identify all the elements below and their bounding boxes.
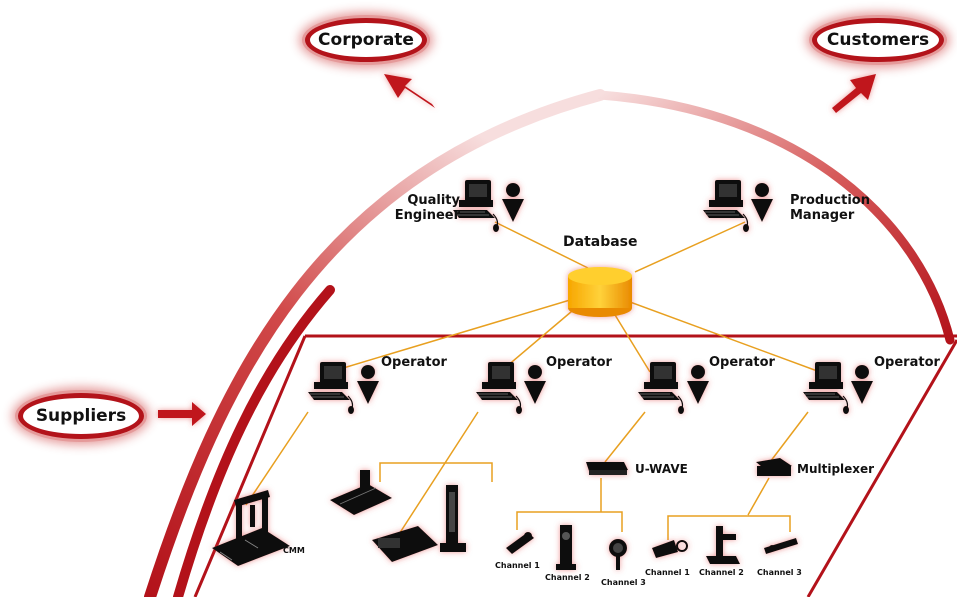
customers-label: Customers	[826, 30, 930, 50]
database-icon	[568, 267, 632, 317]
person-icon	[357, 365, 379, 404]
operator-label-2: Operator	[546, 355, 612, 370]
quality-engineer-label: Quality Engineer	[394, 193, 460, 223]
arc-left	[144, 89, 606, 597]
mux-channel-2-label: Channel 2	[699, 568, 744, 577]
cmm-machine-icon	[212, 490, 290, 566]
workstation-icon	[802, 361, 850, 415]
corporate-badge: Corporate	[305, 18, 427, 62]
dial-indicator-icon	[609, 539, 627, 570]
suppliers-badge: Suppliers	[18, 393, 144, 439]
multiplexer-label: Multiplexer	[797, 462, 875, 476]
production-manager-label: Production Manager	[790, 193, 870, 223]
gauge-icon	[372, 526, 438, 562]
customers-badge: Customers	[812, 18, 944, 62]
workstation-icon	[475, 361, 523, 415]
wireless-receiver-icon	[586, 462, 628, 475]
database-label: Database	[563, 234, 638, 250]
multiplexer-icon	[756, 458, 792, 476]
workstation-icon	[702, 179, 750, 233]
caliper-icon	[764, 538, 798, 554]
operator-label-4: Operator	[874, 355, 940, 370]
corporate-label: Corporate	[318, 30, 414, 50]
person-icon	[524, 365, 546, 404]
micrometer-icon	[652, 540, 688, 558]
plant-floor-outline	[193, 334, 957, 597]
person-icon	[751, 183, 773, 222]
uwave-channel-3-label: Channel 3	[601, 578, 646, 587]
suppliers-label: Suppliers	[35, 406, 127, 426]
arrow-icon	[832, 74, 876, 113]
arrow-icon	[158, 402, 206, 426]
gauge-icon	[330, 470, 392, 515]
person-icon	[502, 183, 524, 222]
arc-right	[595, 90, 955, 345]
uwave-channel-1-label: Channel 1	[495, 561, 540, 570]
height-gauge-icon	[556, 525, 576, 570]
mux-channel-3-label: Channel 3	[757, 568, 802, 577]
person-icon	[851, 365, 873, 404]
arrow-icon	[384, 74, 435, 108]
height-gauge-icon	[706, 526, 740, 564]
operator-label-1: Operator	[381, 355, 447, 370]
mux-channel-1-label: Channel 1	[645, 568, 690, 577]
cmm-label: CMM	[283, 546, 305, 555]
height-gauge-icon	[440, 485, 466, 552]
workstation-icon	[307, 361, 355, 415]
person-icon	[687, 365, 709, 404]
uwave-channel-2-label: Channel 2	[545, 573, 590, 582]
uwave-label: U-WAVE	[635, 462, 688, 476]
workstation-icon	[637, 361, 685, 415]
operator-label-3: Operator	[709, 355, 775, 370]
caliper-icon	[506, 532, 534, 554]
